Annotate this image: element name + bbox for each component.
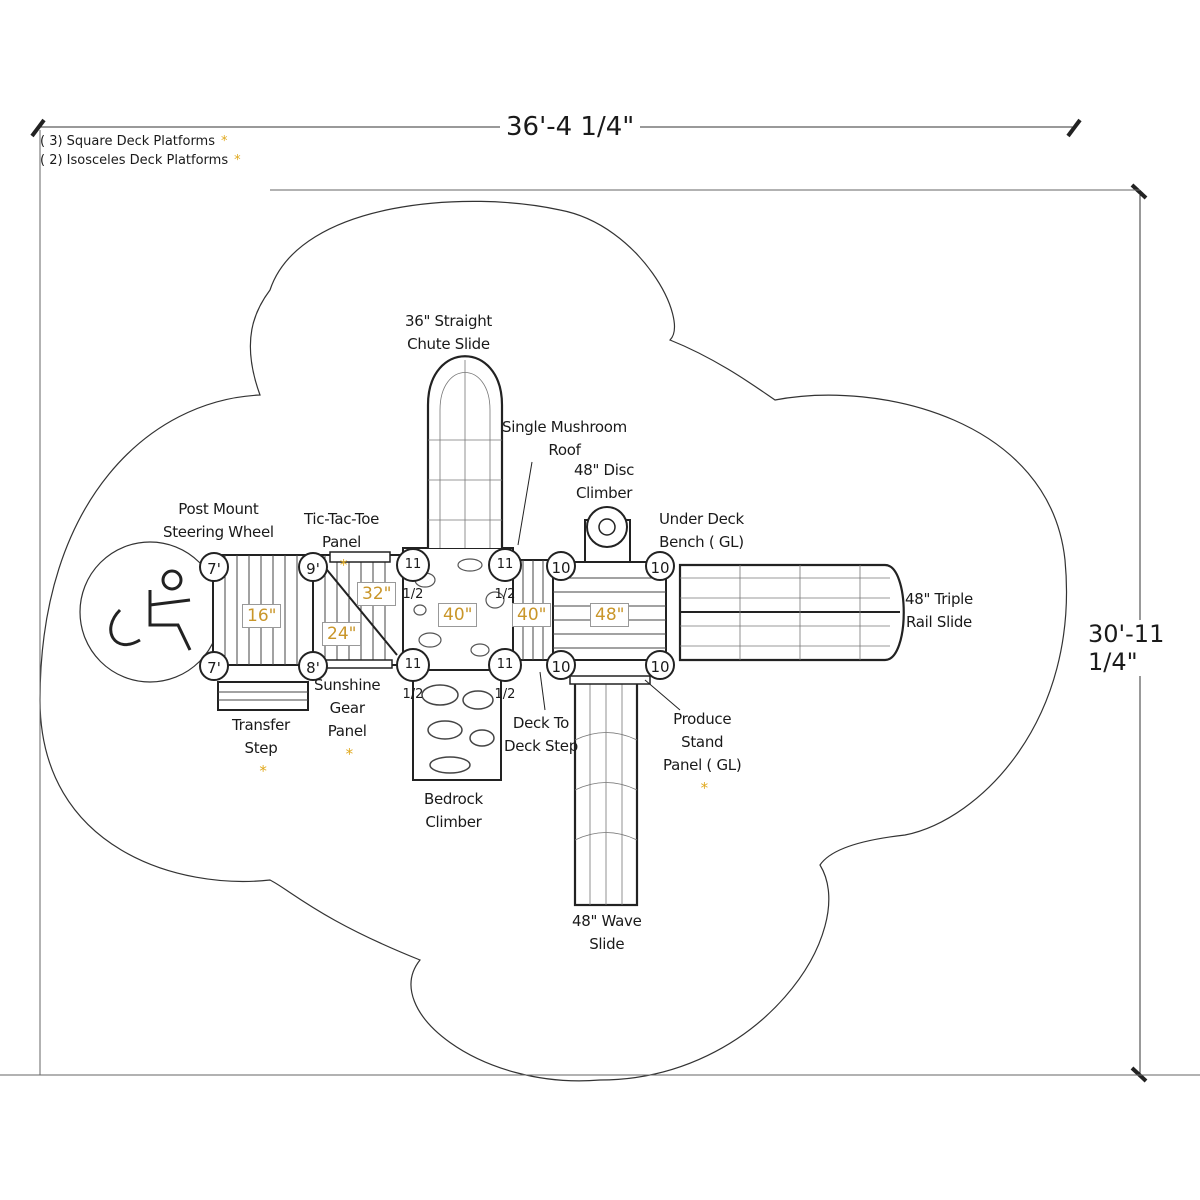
post-11-tl: 11 1/2 bbox=[396, 548, 430, 602]
label-tic-tac-toe: Tic-Tac-Toe Panel* bbox=[304, 510, 380, 574]
label-transfer-step: Transfer Step* bbox=[232, 716, 290, 780]
height-dimension: 30'-11 1/4" bbox=[1082, 620, 1200, 676]
deck-24-32 bbox=[312, 554, 404, 666]
produce-stand-panel bbox=[569, 675, 651, 685]
transfer-step bbox=[217, 681, 309, 711]
sunshine-gear-panel bbox=[319, 659, 393, 669]
width-tick-left bbox=[30, 118, 46, 138]
post-9: 9' bbox=[298, 552, 328, 582]
bedrock-climber bbox=[412, 669, 502, 781]
post-10-tl: 10 bbox=[546, 551, 576, 581]
post-7-top: 7' bbox=[199, 552, 229, 582]
post-11-tr: 11 1/2 bbox=[488, 548, 522, 602]
deck-height-32: 32" bbox=[357, 582, 397, 606]
legend-item: ( 3) Square Deck Platforms* bbox=[40, 134, 228, 149]
post-7-bottom: 7' bbox=[199, 651, 229, 681]
post-10-br: 10 bbox=[645, 650, 675, 680]
wave-slide bbox=[573, 678, 639, 907]
post-10-tr: 10 bbox=[645, 551, 675, 581]
width-dimension: 36'-4 1/4" bbox=[500, 112, 641, 142]
width-tick-right bbox=[1066, 118, 1082, 138]
legend-item: ( 2) Isosceles Deck Platforms* bbox=[40, 153, 241, 168]
height-tick-top bbox=[1130, 183, 1148, 200]
legend: ( 3) Square Deck Platforms* ( 2) Isoscel… bbox=[40, 132, 241, 170]
triple-rail-slide bbox=[678, 563, 905, 662]
wheelchair-icon bbox=[109, 569, 192, 651]
post-11-bl: 11 1/2 bbox=[396, 648, 430, 702]
disc-climber bbox=[584, 506, 631, 563]
post-11-br: 11 1/2 bbox=[488, 648, 522, 702]
deck-height-40-center: 40" bbox=[438, 603, 478, 627]
deck-height-16: 16" bbox=[242, 604, 282, 628]
deck-diagonal bbox=[322, 564, 398, 656]
post-10-bl: 10 bbox=[546, 650, 576, 680]
tic-tac-toe-panel bbox=[329, 551, 391, 563]
deck-height-24: 24" bbox=[322, 622, 362, 646]
deck-height-40-right: 40" bbox=[512, 603, 552, 627]
post-8: 8' bbox=[298, 651, 328, 681]
deck-height-48: 48" bbox=[590, 603, 630, 627]
